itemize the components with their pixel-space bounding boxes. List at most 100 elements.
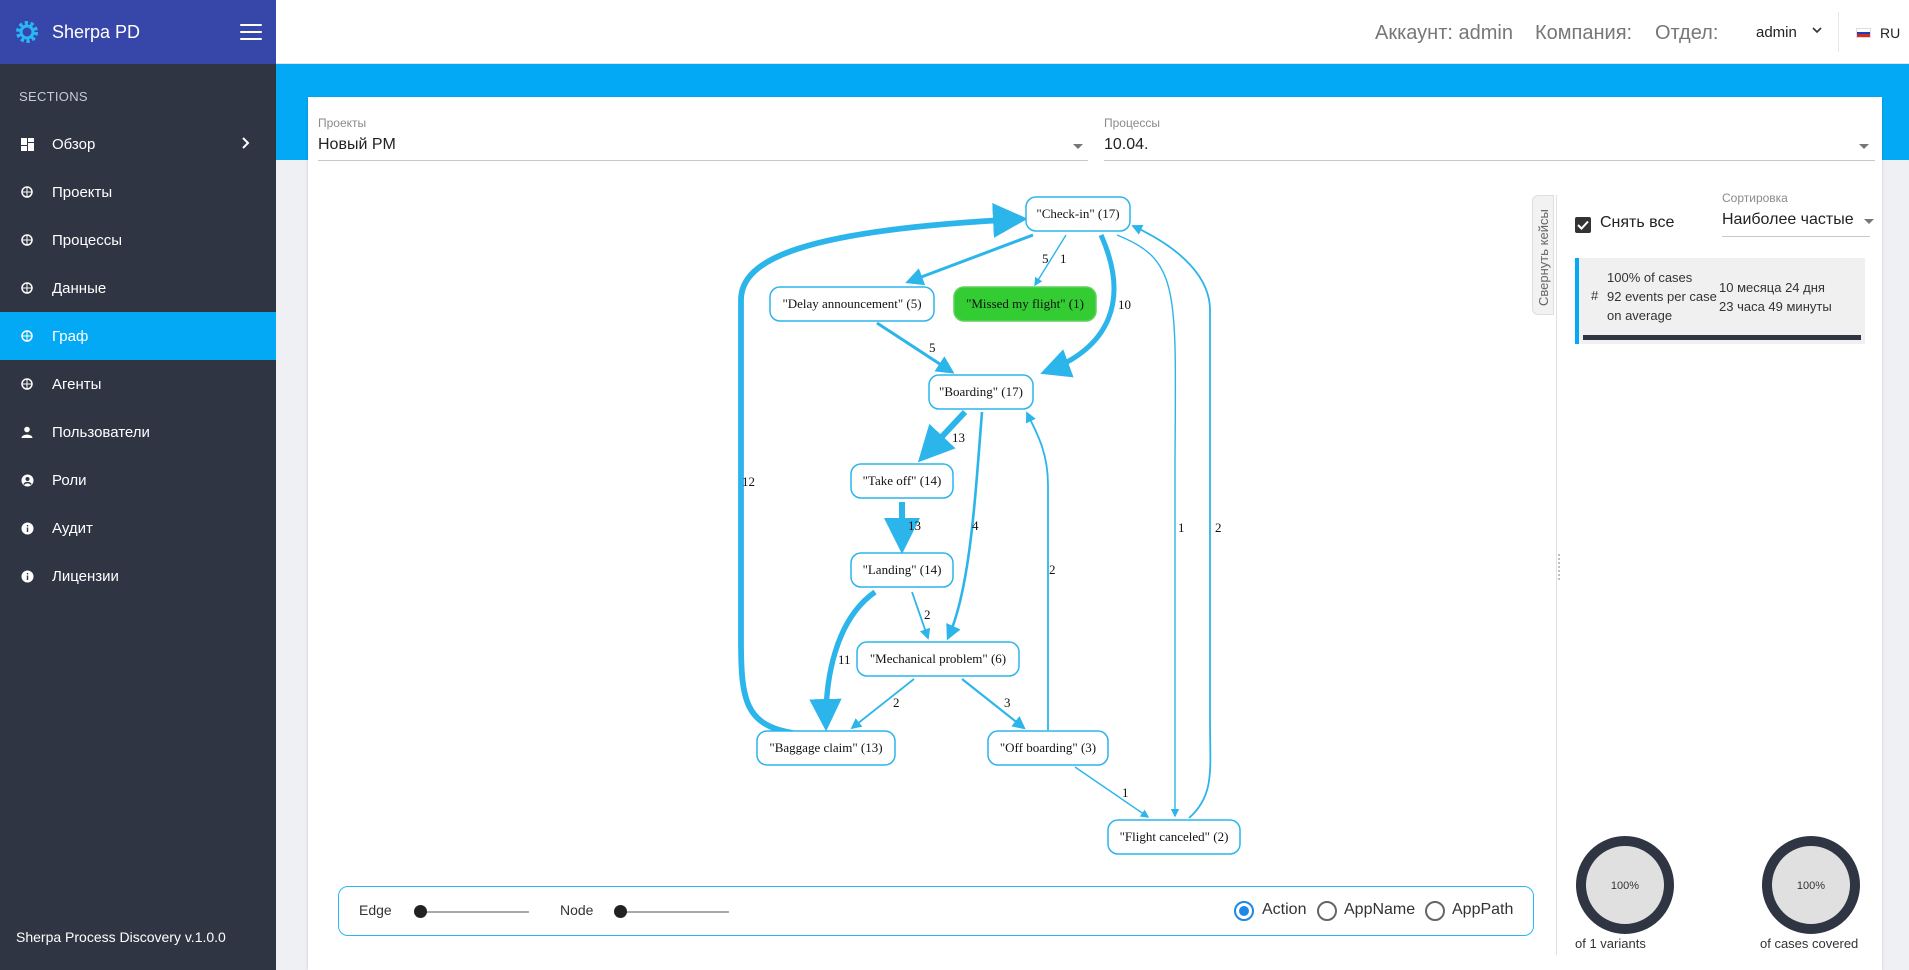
graph-node-canceled[interactable]: "Flight canceled" (2) [1107,819,1241,855]
sidebar-item-graph[interactable]: Граф [0,312,276,360]
graph-edge-checkin-delay[interactable] [905,233,1034,286]
graph-edge-label: 13 [908,518,921,533]
gear-logo-icon [16,21,38,43]
variants-donut-label: of 1 variants [1575,936,1646,951]
user-menu[interactable]: admin [1756,24,1797,41]
dropdown-arrow-icon[interactable] [1073,144,1083,149]
globe-icon [20,233,34,247]
hamburger-menu-icon[interactable] [240,24,262,40]
dropdown-arrow-icon[interactable] [1864,219,1874,224]
sidebar-item-label: Агенты [52,375,102,393]
radio-appname[interactable] [1317,901,1337,921]
graph-node-box[interactable] [856,641,1020,677]
graph-edge-offboarding-boarding[interactable] [1025,411,1049,730]
graph-node-mech[interactable]: "Mechanical problem" (6) [856,641,1020,677]
sidebar-item-licenses[interactable]: Лицензии [0,552,276,600]
graph-node-label: "Mechanical problem" (6) [870,651,1006,666]
sidebar-item-processes[interactable]: Процессы [0,216,276,264]
graph-node-box[interactable] [1107,819,1241,855]
graph-edge-canceled-checkin[interactable] [1131,224,1212,819]
graph-edge-label: 12 [742,474,755,489]
radio-apppath-label: AppPath [1452,901,1514,918]
graph-node-box[interactable] [928,374,1034,410]
graph-edge-offboarding-canceled[interactable] [1074,766,1150,818]
brand-bar: Sherpa PD [0,0,276,64]
graph-edge-label: 5 [929,340,936,355]
language-switch[interactable]: RU [1880,25,1901,41]
graph-edge-delay-boarding[interactable] [876,321,955,374]
edge-slider-handle[interactable] [414,905,427,918]
project-select[interactable]: Новый PM [318,136,396,153]
graph-card [308,97,1882,970]
sidebar-item-projects[interactable]: Проекты [0,168,276,216]
graph-node-checkin[interactable]: "Check-in" (17) [1025,196,1131,232]
cases-percent: 100% of cases [1607,270,1693,285]
sidebar-item-label: Данные [52,279,107,297]
department-label: Отдел: [1655,22,1719,44]
case-progress-bar [1583,335,1861,340]
globe-icon [20,281,34,295]
sidebar-item-label: Обзор [52,135,96,153]
graph-edge-baggage-checkin[interactable] [738,203,1028,736]
node-slider[interactable] [617,911,729,913]
graph-node-box[interactable] [1025,196,1131,232]
sidebar: Sherpa PD SECTIONS Обзор Проекты Процесс… [0,0,276,970]
account-label: Аккаунт: admin [1375,22,1513,44]
radio-action[interactable] [1234,901,1254,921]
process-select[interactable]: 10.04. [1104,136,1149,153]
graph-edge-checkin-missed[interactable] [1034,234,1067,287]
graph-edge-boarding-takeoff[interactable] [917,409,968,463]
graph-node-offboarding[interactable]: "Off boarding" (3) [987,730,1109,766]
resize-handle-icon[interactable] [1557,553,1561,581]
graph-edge-checkin-boarding[interactable] [1040,233,1117,378]
duration-line-1: 10 месяца 24 дня [1719,280,1825,295]
graph-edge-boarding-mech[interactable] [946,411,984,641]
globe-icon [20,185,34,199]
globe-icon [20,329,34,343]
edge-slider[interactable] [417,911,529,913]
graph-node-boarding[interactable]: "Boarding" (17) [928,374,1034,410]
graph-edge-landing-baggage[interactable] [809,589,877,732]
node-slider-handle[interactable] [614,905,627,918]
graph-node-box[interactable] [987,730,1109,766]
graph-node-box[interactable] [953,286,1097,322]
graph-node-box[interactable] [769,286,935,322]
graph-node-box[interactable] [756,730,896,766]
person-icon [20,425,34,439]
panel-splitter[interactable] [1556,195,1557,955]
dropdown-arrow-icon[interactable] [1859,144,1869,149]
graph-edge-mech-offboarding[interactable] [961,678,1026,730]
graph-node-box[interactable] [850,552,954,588]
case-stats: 100% of cases 92 events per case on aver… [1607,268,1717,325]
graph-node-baggage[interactable]: "Baggage claim" (13) [756,730,896,766]
graph-edge-checkin-canceled[interactable] [1116,234,1180,818]
uncheck-all-checkbox[interactable] [1575,217,1591,233]
graph-node-box[interactable] [850,463,954,499]
sidebar-item-roles[interactable]: Роли [0,456,276,504]
process-select-underline [1104,160,1875,161]
sidebar-item-overview[interactable]: Обзор [0,120,276,168]
russian-flag-icon[interactable] [1856,28,1871,38]
node-slider-label: Node [560,902,594,918]
chevron-down-icon[interactable] [1812,27,1822,34]
graph-edge-mech-baggage[interactable] [850,678,915,730]
case-variant-card[interactable]: # 100% of cases 92 events per case on av… [1575,258,1865,344]
sidebar-item-data[interactable]: Данные [0,264,276,312]
graph-node-takeoff[interactable]: "Take off" (14) [850,463,954,499]
globe-icon [20,377,34,391]
sort-select[interactable]: Наиболее частые [1722,211,1854,228]
radio-apppath[interactable] [1425,901,1445,921]
collapse-cases-tab[interactable]: Свернуть кейсы [1532,195,1554,315]
sidebar-item-audit[interactable]: Аудит [0,504,276,552]
version-footer: Sherpa Process Discovery v.1.0.0 [16,929,226,945]
graph-edge-landing-mech[interactable] [911,591,931,640]
graph-node-landing[interactable]: "Landing" (14) [850,552,954,588]
uncheck-all-label: Снять все [1600,214,1675,231]
graph-edge-label: 2 [1049,562,1056,577]
graph-edge-label: 10 [1118,297,1131,312]
graph-node-delay[interactable]: "Delay announcement" (5) [769,286,935,322]
sidebar-item-label: Лицензии [52,567,119,585]
sidebar-item-users[interactable]: Пользователи [0,408,276,456]
sidebar-item-agents[interactable]: Агенты [0,360,276,408]
graph-node-missed[interactable]: "Missed my flight" (1) [953,286,1097,322]
